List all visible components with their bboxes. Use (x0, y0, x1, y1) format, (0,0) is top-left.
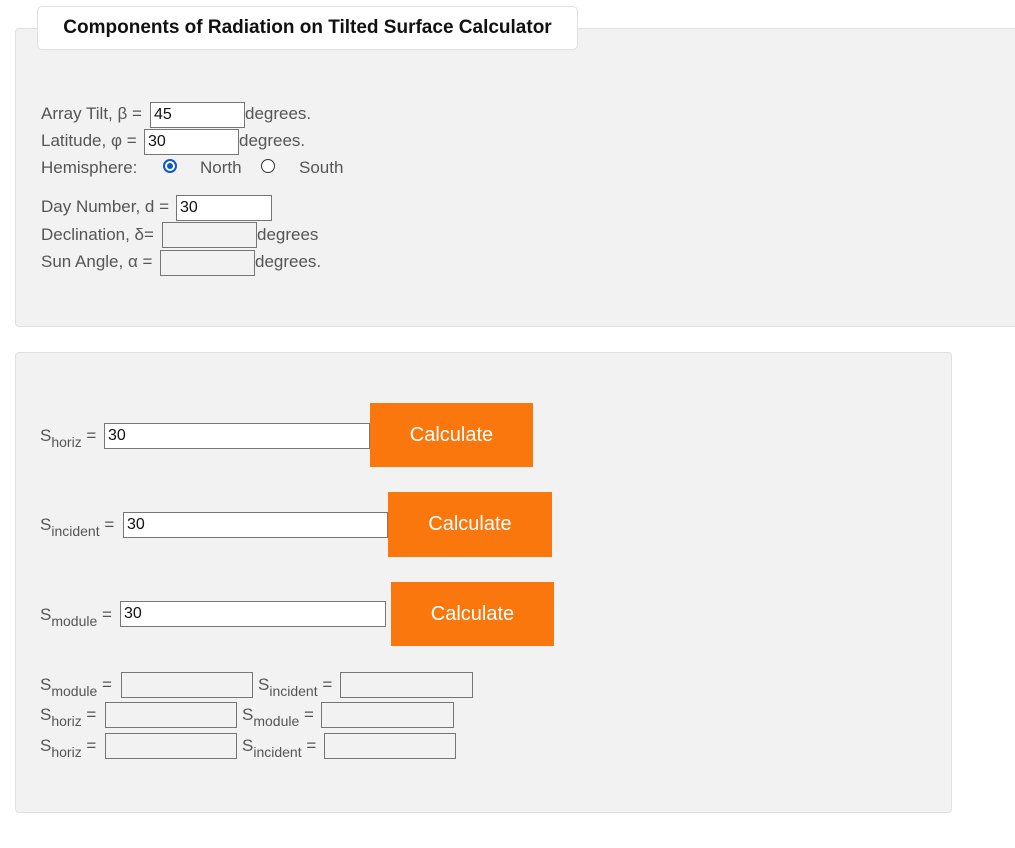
ratio1-right-label: Sincident = (258, 675, 333, 699)
ratio2-right-output (321, 702, 454, 728)
ratio2-left-label: Shoriz = (40, 705, 97, 729)
north-radio[interactable] (163, 159, 177, 173)
ratio1-left-label: Smodule = (40, 675, 112, 699)
sun-angle-unit: degrees. (255, 252, 322, 271)
s-horiz-input[interactable] (104, 423, 370, 449)
sun-angle-label: Sun Angle, α = (41, 252, 153, 271)
south-label: South (299, 158, 344, 177)
s-horiz-calculate-button[interactable]: Calculate (370, 403, 533, 467)
array-tilt-label: Array Tilt, β = (41, 104, 142, 123)
day-number-label: Day Number, d = (41, 197, 170, 216)
latitude-unit: degrees. (239, 131, 306, 150)
s-incident-calculate-button[interactable]: Calculate (388, 492, 552, 557)
sun-angle-output (160, 250, 255, 276)
ratio3-left-label: Shoriz = (40, 736, 97, 760)
latitude-input[interactable] (144, 129, 239, 155)
page-title: Components of Radiation on Tilted Surfac… (37, 6, 578, 50)
s-incident-input[interactable] (123, 512, 388, 538)
declination-output (162, 222, 257, 248)
s-module-calculate-button[interactable]: Calculate (391, 582, 554, 646)
ratio3-right-label: Sincident = (242, 736, 317, 760)
latitude-label: Latitude, φ = (41, 131, 137, 150)
ratio1-left-output (121, 672, 253, 698)
array-tilt-input[interactable] (150, 102, 245, 128)
ratio3-left-output (105, 733, 237, 759)
ratio2-left-output (105, 702, 237, 728)
ratio1-right-output (340, 672, 473, 698)
site-parameters-panel (15, 28, 1015, 327)
declination-unit: degrees (257, 225, 319, 244)
s-module-input[interactable] (120, 601, 386, 627)
day-number-input[interactable] (176, 195, 272, 221)
s-incident-label: Sincident = (40, 515, 115, 539)
south-radio[interactable] (261, 159, 275, 173)
declination-label: Declination, δ= (41, 225, 154, 244)
array-tilt-unit: degrees. (245, 104, 312, 123)
hemisphere-label: Hemisphere: (41, 158, 138, 177)
ratio2-right-label: Smodule = (242, 705, 314, 729)
s-horiz-label: Shoriz = (40, 426, 97, 450)
ratio3-right-output (324, 733, 456, 759)
s-module-label: Smodule = (40, 605, 112, 629)
north-label: North (200, 158, 242, 177)
